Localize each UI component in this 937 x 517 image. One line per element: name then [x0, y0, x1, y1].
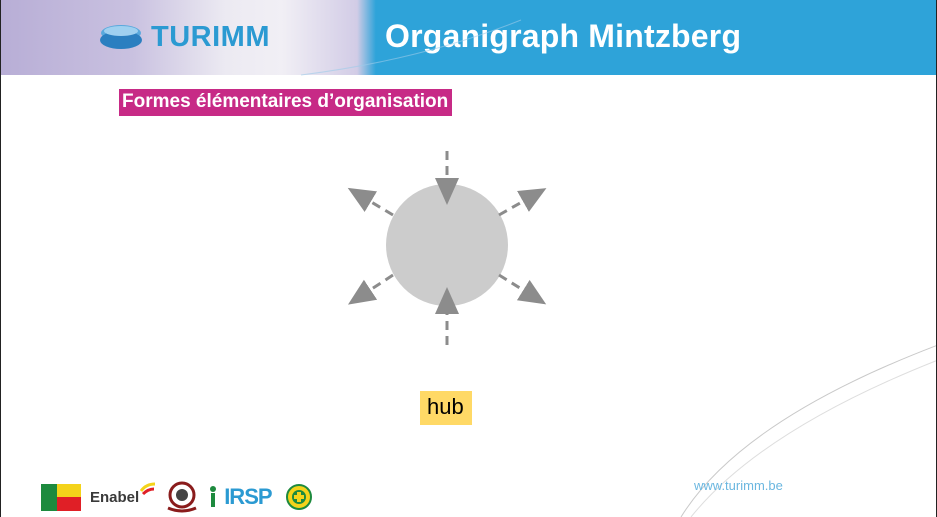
hub-circle: [386, 184, 508, 306]
irsp-figure-icon: [210, 486, 217, 507]
partner-logos: Enabel IRSP: [41, 480, 312, 514]
arrow-out-upper-left: [347, 187, 394, 217]
header-bar: TURIMM Organigraph Mintzberg: [1, 0, 936, 75]
enabel-logo-text: Enabel: [90, 488, 140, 506]
turimm-logo: TURIMM: [99, 21, 270, 53]
logo-text: TURIMM: [151, 20, 270, 53]
arrow-out-lower-right: [498, 273, 547, 305]
page-title: Organigraph Mintzberg: [385, 18, 742, 54]
benin-flag-icon: [41, 483, 81, 511]
hub-diagram: [347, 151, 547, 345]
belgium-swoosh-icon: [140, 482, 156, 496]
arrow-out-upper-right: [498, 188, 547, 217]
turimm-disc-icon: [100, 25, 142, 49]
irsp-logo-text: IRSP: [224, 484, 272, 509]
hub-label: hub: [420, 391, 472, 425]
section-subtitle: Formes élémentaires d’organisation: [119, 89, 453, 116]
health-cross-icon: [285, 484, 312, 510]
ancel-logo-icon: [167, 481, 197, 513]
arrow-out-lower-left: [347, 273, 394, 305]
website-url[interactable]: www.turimm.be: [694, 478, 783, 493]
